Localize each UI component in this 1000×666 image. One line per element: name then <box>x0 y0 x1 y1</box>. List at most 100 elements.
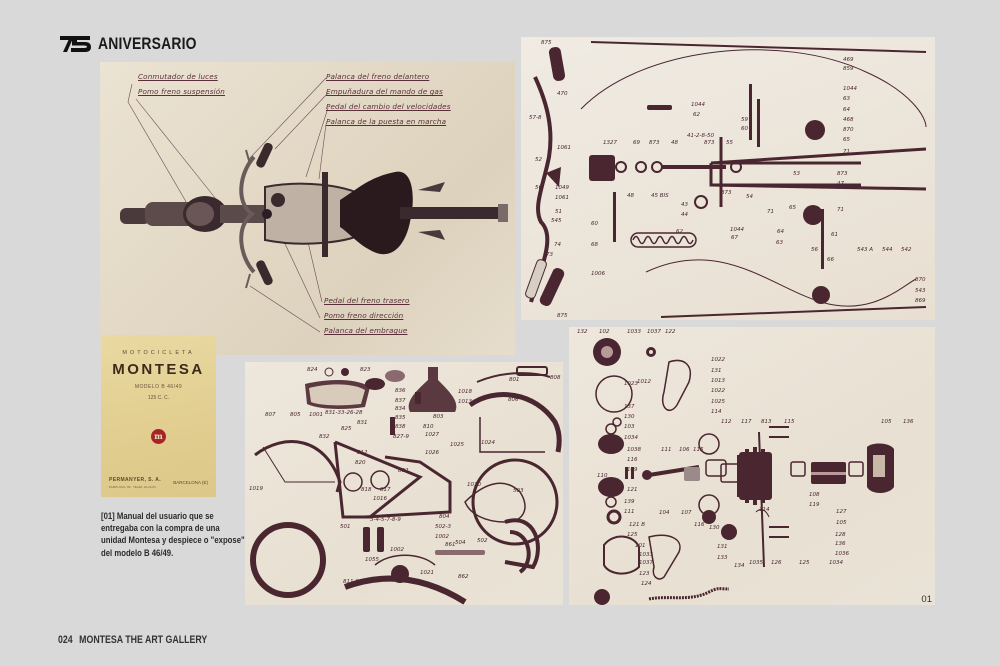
part-label: 127 <box>836 509 847 515</box>
part-label: 43 <box>681 202 688 208</box>
part-label: 1024 <box>481 440 495 446</box>
callout-gear-shift-pedal: Pedal del cambio del velocidades <box>326 102 451 111</box>
part-label: 1044 <box>691 102 705 108</box>
part-label: 64 <box>777 229 784 235</box>
part-label: 60 <box>741 126 748 132</box>
part-label: 1044 <box>843 86 857 92</box>
part-label: 111 <box>661 447 672 453</box>
part-label: 869 <box>915 298 926 304</box>
montesa-seal-icon: m <box>151 429 166 444</box>
part-label: 130 <box>624 414 635 420</box>
part-label: 862 <box>458 574 469 580</box>
part-label: 817 <box>380 487 391 493</box>
part-label: 824 <box>307 367 318 373</box>
part-label: 501 <box>340 524 351 530</box>
part-label: 808 <box>550 375 561 381</box>
part-label: 803 <box>433 414 444 420</box>
section-header: ANIVERSARIO <box>58 33 218 55</box>
frame-exploded-diagram: 824 823 836 837 834 835 831-33-26-28 101… <box>245 362 563 605</box>
part-label: 503 <box>513 488 524 494</box>
part-label: 875 <box>541 40 552 46</box>
part-label: 119 <box>809 502 820 508</box>
part-label: 45 BIS <box>651 193 669 199</box>
part-label: 810 <box>423 424 434 430</box>
part-label: 136 <box>903 419 914 425</box>
part-label: 468 <box>843 117 854 123</box>
part-label: 1030 <box>467 482 481 488</box>
part-label: 470 <box>557 91 568 97</box>
part-label: 63 <box>843 96 850 102</box>
part-label: 1023 <box>624 381 638 387</box>
part-label: 545 <box>551 218 562 224</box>
part-label: 1002 <box>435 534 449 540</box>
manual-publisher-address: PAMPLONA, 89 - TELÉF. 10-20-03 <box>109 485 156 489</box>
callout-steering-damper-knob: Pomo freno dirección <box>324 311 404 320</box>
callout-throttle-grip: Empuñadura del mando de gas <box>326 87 443 96</box>
part-label: 544 <box>882 247 893 253</box>
callout-clutch-lever: Palanca del embrague <box>324 326 408 335</box>
part-label: 802 <box>398 468 409 474</box>
part-label: 115 <box>693 447 704 453</box>
callout-light-switch: Conmutador de luces <box>138 72 218 81</box>
part-label: 115 <box>784 419 795 425</box>
part-label: 65 <box>843 137 850 143</box>
part-label: 63 <box>776 240 783 246</box>
part-label: 1013 <box>458 399 472 405</box>
part-label: 125 <box>627 532 638 538</box>
part-label: 1038 <box>627 447 641 453</box>
chassis-exploded-diagram: 875 469 859 470 1044 57-8 62 59 60 1044 … <box>521 37 935 320</box>
part-label: 106 <box>679 447 690 453</box>
part-label: 130 <box>709 525 720 531</box>
part-label: 105 <box>836 520 847 526</box>
part-label: 1022 <box>711 388 725 394</box>
part-label: 102 <box>599 329 610 335</box>
part-label: 3-4-5-7-8-9 <box>370 517 401 523</box>
part-label: 121 <box>627 487 638 493</box>
part-label: 73 <box>546 252 553 258</box>
part-label: 51 <box>555 209 562 215</box>
part-label: 1035 <box>749 560 763 566</box>
part-label: 1044 <box>730 227 744 233</box>
part-label: 61 <box>831 232 838 238</box>
part-label: 502 <box>477 538 488 544</box>
manual-brand: MONTESA <box>112 361 205 378</box>
part-label: 825 <box>341 426 352 432</box>
part-label: 132 <box>577 329 588 335</box>
page-footer: 024 MONTESA THE ART GALLERY <box>58 634 207 646</box>
part-label: 1061 <box>557 145 571 151</box>
part-label: 835 <box>395 415 406 421</box>
part-label: 71 <box>837 207 844 213</box>
part-label: 873 <box>649 140 660 146</box>
anniversary-75-logo-icon <box>58 34 92 54</box>
part-label: 71 <box>843 149 850 155</box>
part-label: 48 <box>671 140 678 146</box>
part-label: 128 <box>835 532 846 538</box>
part-label: 1055 <box>365 557 379 563</box>
manual-model: MODELO B 46/49 <box>134 384 183 390</box>
part-label: 62 <box>676 229 683 235</box>
part-label: 56 <box>535 185 542 191</box>
part-label: 543 <box>915 288 926 294</box>
callout-rear-brake-pedal: Pedal del freno trasero <box>324 296 410 305</box>
part-label: 137 <box>624 404 635 410</box>
part-label: 1013 <box>711 378 725 384</box>
part-label: 1025 <box>711 399 725 405</box>
part-label: 111 <box>624 509 635 515</box>
part-label: 114 <box>759 507 770 513</box>
part-label: 1001 <box>309 412 323 418</box>
part-label: 1036 <box>835 551 849 557</box>
part-label: 74 <box>554 242 561 248</box>
part-label: 1034 <box>829 560 843 566</box>
part-label: 1037 <box>639 560 653 566</box>
part-label: 801 <box>509 377 520 383</box>
part-label: 59 <box>741 117 748 123</box>
part-label: 48 <box>627 193 634 199</box>
part-label: 133 <box>717 555 728 561</box>
manual-displacement: 125 C. C. <box>147 395 170 401</box>
part-label: 861 <box>445 542 456 548</box>
part-label: 57-8 <box>529 115 542 121</box>
part-label: 807 <box>265 412 276 418</box>
part-label: 805 <box>290 412 301 418</box>
part-label: 1019 <box>249 486 263 492</box>
manual-publisher: PERMANYER, S. A. <box>109 477 162 483</box>
